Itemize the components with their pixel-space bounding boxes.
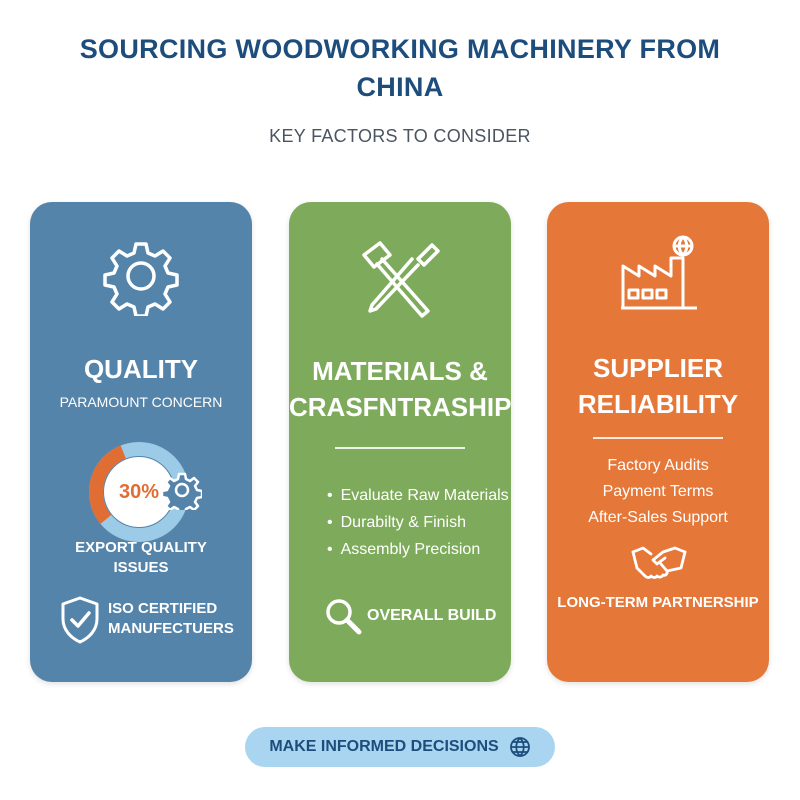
- list-item: Factory Audits: [607, 457, 709, 474]
- list-item: After-Sales Support: [588, 509, 728, 526]
- quality-stat-label: EXPORT QUALITY ISSUES: [75, 539, 207, 576]
- globe-icon: [509, 737, 530, 757]
- materials-heading: MATERIALS & CRASFNTRASHIP: [289, 356, 512, 422]
- tools-icon: [362, 241, 440, 318]
- quality-card: QUALITY PARAMOUNT CONCERN 30% EXPORT QUA…: [30, 202, 252, 682]
- quality-heading: QUALITY: [83, 354, 199, 384]
- materials-divider: [335, 447, 465, 449]
- materials-bullet-list: Evaluate Raw Materials Durabilty & Finis…: [327, 482, 509, 563]
- shield-check-icon: [61, 596, 99, 644]
- handshake-icon: [631, 546, 687, 579]
- supplier-heading: SUPPLIER RELIABILITY: [577, 353, 739, 419]
- list-item: Evaluate Raw Materials: [327, 482, 509, 509]
- page-title: SOURCING WOODWORKING MACHINERY FROM CHIN…: [79, 34, 721, 102]
- quality-subheading: PARAMOUNT CONCERN: [59, 394, 223, 410]
- long-term-partnership-label: LONG-TERM PARTNERSHIP: [557, 594, 759, 611]
- page-subtitle: KEY FACTORS TO CONSIDER: [269, 126, 531, 146]
- list-item: Assembly Precision: [327, 536, 509, 563]
- list-item: Payment Terms: [602, 483, 714, 500]
- small-gear-icon: [162, 472, 202, 510]
- magnifier-icon: [326, 599, 362, 635]
- supplier-divider: [593, 437, 723, 439]
- list-item: Durabilty & Finish: [327, 509, 509, 536]
- supplier-card: SUPPLIER RELIABILITY Factory Audits Paym…: [547, 202, 769, 682]
- gear-icon: [103, 242, 179, 316]
- overall-build-label: OVERALL BUILD: [367, 607, 497, 624]
- make-informed-decisions-button[interactable]: MAKE INFORMED DECISIONS: [245, 727, 555, 767]
- supplier-item-list: Factory Audits Payment Terms After-Sales…: [547, 453, 769, 531]
- materials-card: MATERIALS & CRASFNTRASHIP Evaluate Raw M…: [289, 202, 511, 682]
- iso-certified-label: ISO CERTIFIED MANUFECTUERS: [108, 600, 234, 637]
- factory-icon: [621, 235, 697, 310]
- cta-label: MAKE INFORMED DECISIONS: [269, 738, 499, 755]
